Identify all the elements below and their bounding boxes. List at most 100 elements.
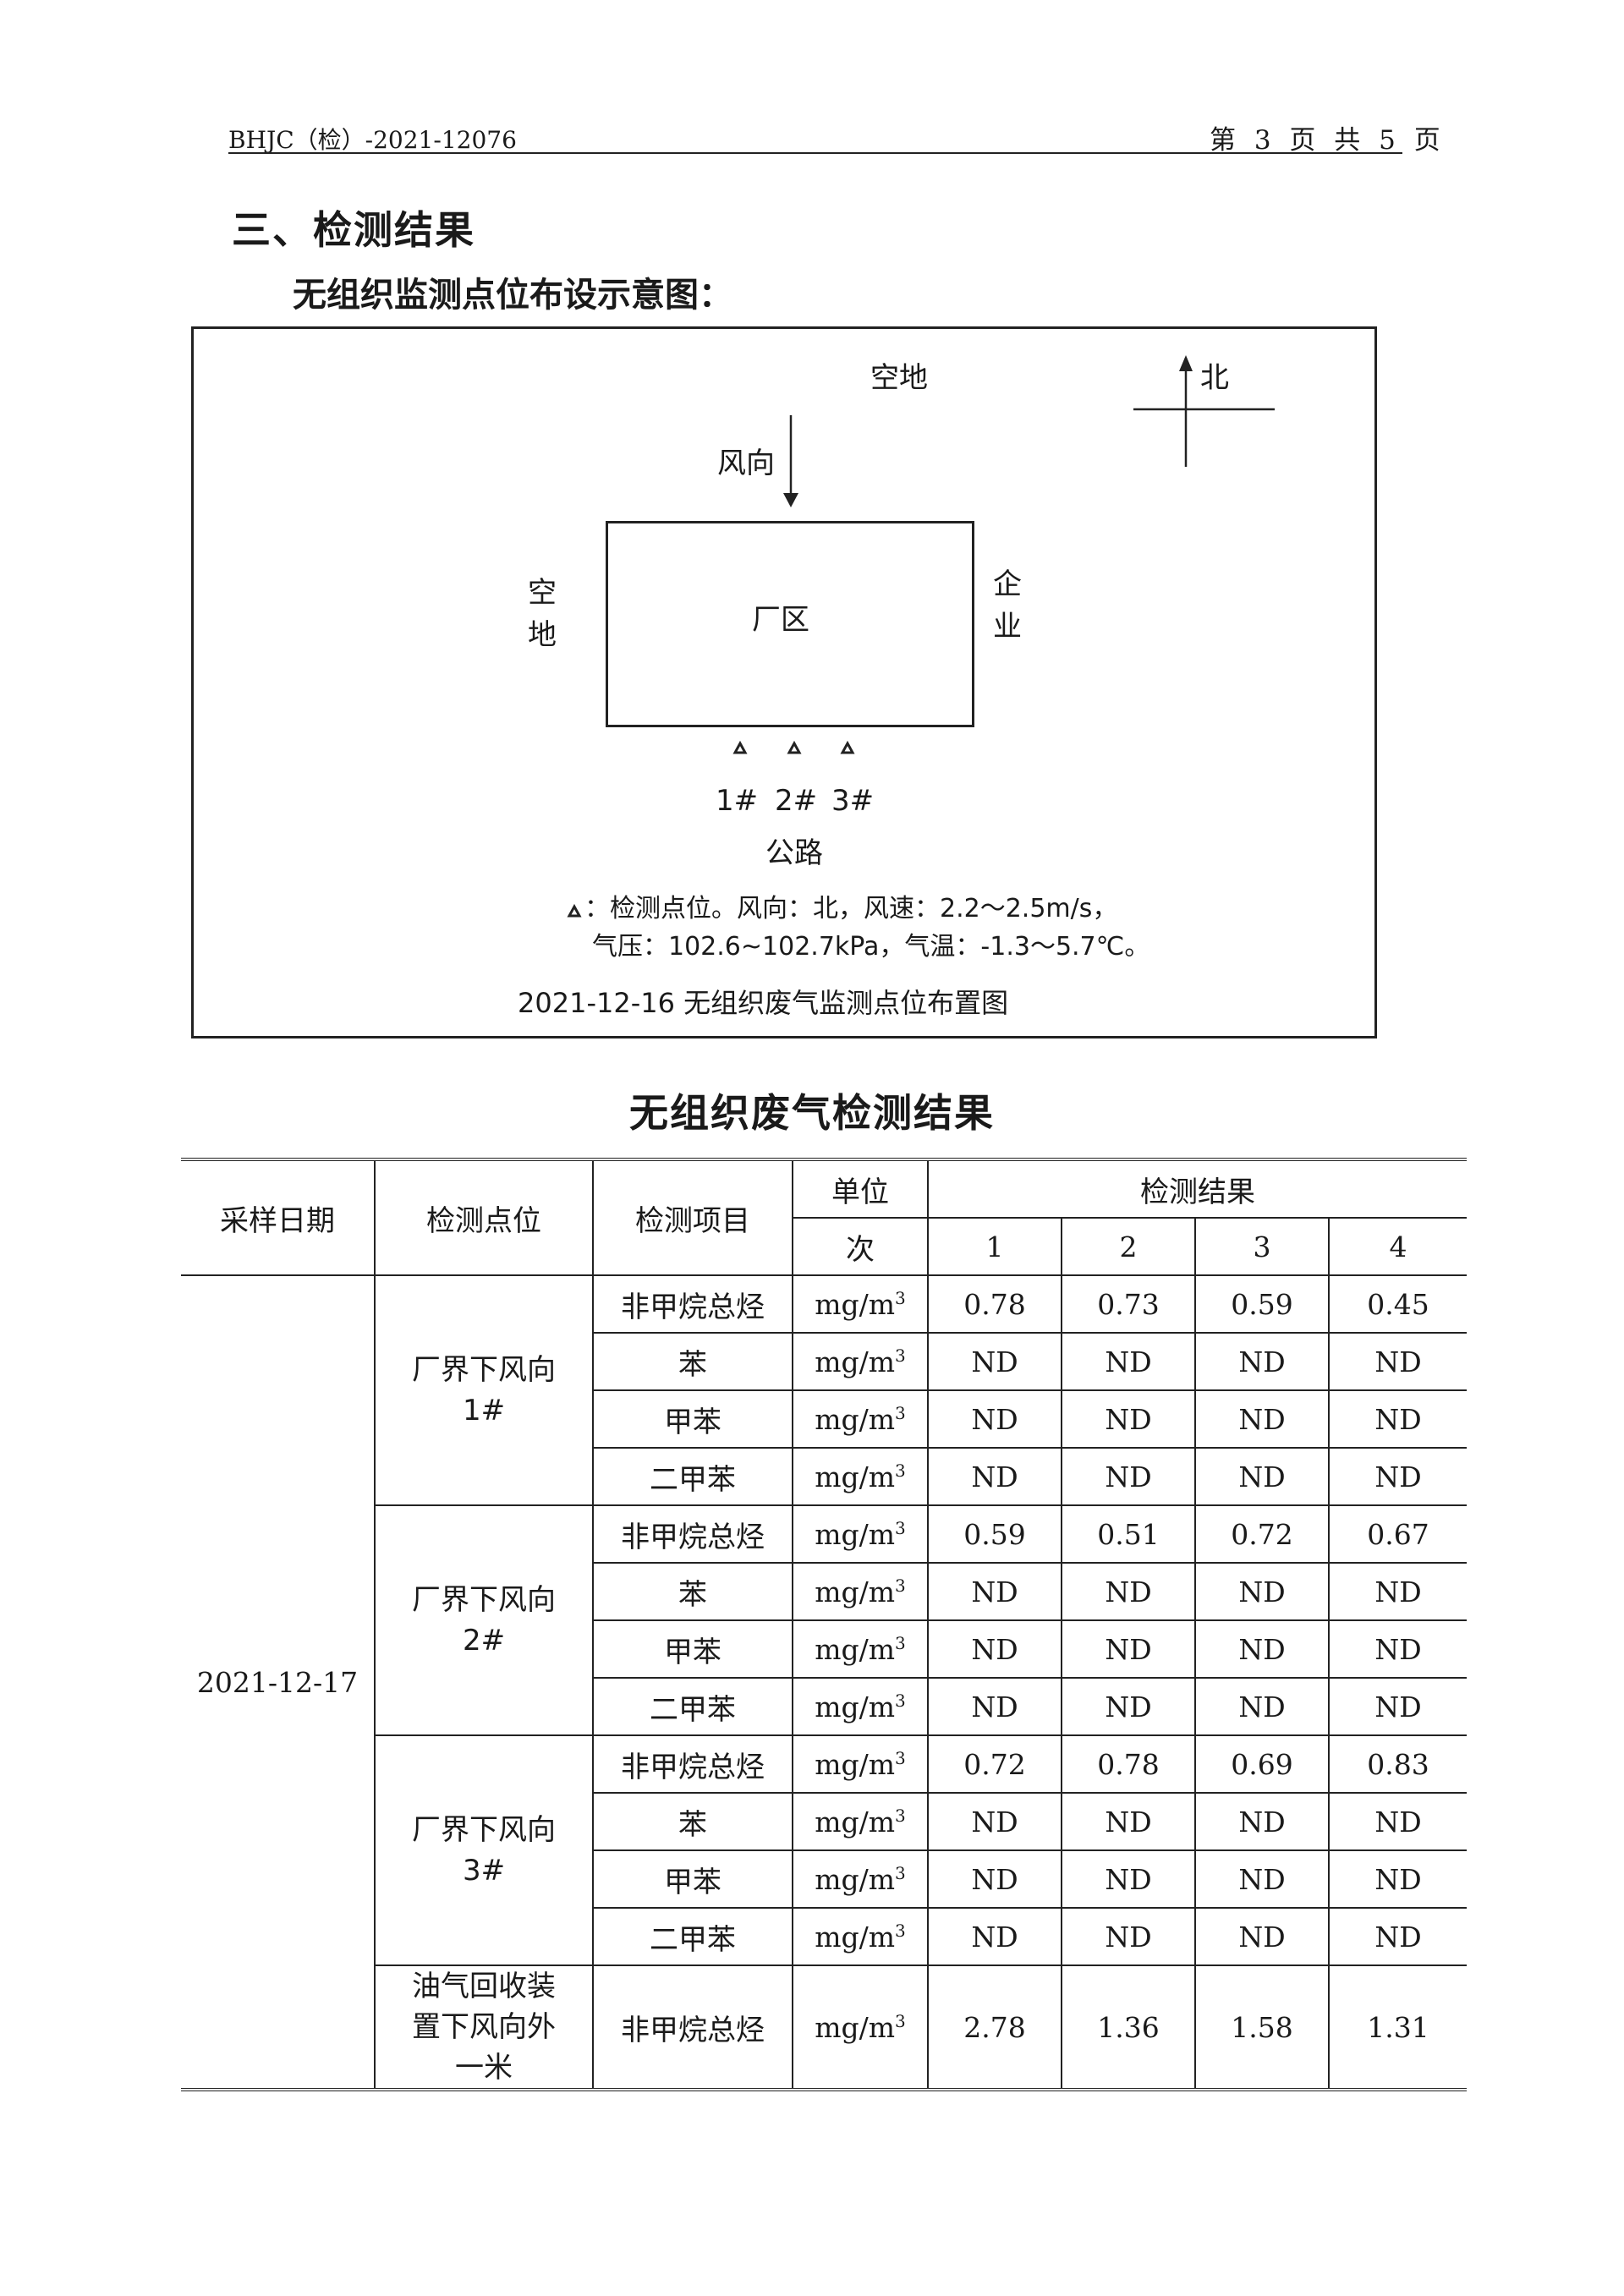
unit-exp: 3: [895, 1690, 906, 1711]
value-cell: 0.78: [1061, 1734, 1196, 1794]
unit-cell: mg/m3: [792, 1734, 929, 1794]
table-row: 苯 mg/m3 ND ND ND ND: [181, 1332, 1467, 1391]
item-cell: 二甲苯: [592, 1677, 793, 1736]
label-point-2: 2#: [775, 784, 818, 818]
site-1-number: 1#: [462, 1394, 506, 1427]
site-3: 厂界下风向 3#: [374, 1734, 594, 1966]
unit-cell: mg/m3: [792, 1907, 929, 1966]
value-cell: 0.72: [1194, 1504, 1330, 1564]
diagram-caption: 2021-12-16 无组织废气监测点位布置图: [518, 987, 1009, 1019]
legend-triangle-icon: [567, 903, 582, 918]
header-divider: [228, 152, 1402, 154]
value-cell: ND: [1328, 1907, 1467, 1966]
wind-arrowhead-icon: [783, 493, 798, 507]
unit-cell: mg/m3: [792, 1619, 929, 1679]
label-right-1: 企: [993, 567, 1022, 601]
unit-exp: 3: [895, 1402, 906, 1423]
value-cell: 0.83: [1328, 1734, 1467, 1794]
table-row: 二甲苯 mg/m3 ND ND ND ND: [181, 1907, 1467, 1966]
value-cell: ND: [1194, 1677, 1330, 1736]
value-cell: ND: [1328, 1447, 1467, 1506]
value-cell: ND: [1061, 1792, 1196, 1851]
site-3-number: 3#: [462, 1854, 506, 1888]
unit-exp: 3: [895, 2010, 906, 2031]
unit-base: mg/m: [815, 1460, 896, 1493]
unit-cell: mg/m3: [792, 1849, 929, 1909]
site-3-name: 厂界下风向: [412, 1813, 556, 1847]
value-cell: 1.58: [1194, 1964, 1330, 2088]
unit-exp: 3: [895, 1575, 906, 1596]
table-row: 二甲苯 mg/m3 ND ND ND ND: [181, 1677, 1467, 1736]
label-point-1: 1#: [716, 784, 759, 818]
value-cell: ND: [1061, 1332, 1196, 1391]
unit-cell: mg/m3: [792, 1447, 929, 1506]
item-cell: 甲苯: [592, 1849, 793, 1909]
unit-cell: mg/m3: [792, 1677, 929, 1736]
monitoring-layout-diagram: 空地 风向 北 空 地 企 业 厂区 1# 2# 3# 公路 ：检测点位。风向：…: [191, 326, 1377, 1038]
label-top-vacant-land: 空地: [870, 361, 928, 395]
header-row-1: 采样日期 检测点位 检测项目 单位 检测结果: [181, 1161, 1467, 1276]
header-run-1: 1: [927, 1217, 1062, 1276]
item-cell: 非甲烷总烃: [592, 1734, 793, 1794]
value-cell: ND: [927, 1562, 1062, 1621]
value-cell: ND: [1061, 1907, 1196, 1966]
document-number: BHJC（检）-2021-12076: [228, 126, 517, 154]
header-results: 检测结果: [927, 1161, 1467, 1219]
header-times: 次: [792, 1217, 929, 1276]
plant-area-box: 厂区: [606, 521, 974, 727]
table-row: 甲苯 mg/m3 ND ND ND ND: [181, 1849, 1467, 1909]
item-cell: 苯: [592, 1332, 793, 1391]
site-2-number: 2#: [462, 1624, 506, 1658]
value-cell: 0.69: [1194, 1734, 1330, 1794]
unit-cell: mg/m3: [792, 1562, 929, 1621]
header-row-2: 次 1 2 3 4: [181, 1217, 1467, 1276]
value-cell: ND: [1061, 1619, 1196, 1679]
value-cell: ND: [1328, 1792, 1467, 1851]
unit-base: mg/m: [815, 1517, 896, 1551]
value-cell: 1.36: [1061, 1964, 1196, 2088]
north-arrowhead-icon: [1179, 355, 1193, 371]
label-left-1: 空: [528, 576, 557, 610]
point-2-triangle-icon: [787, 740, 802, 754]
value-cell: ND: [1328, 1619, 1467, 1679]
unit-exp: 3: [895, 1920, 906, 1941]
header-date: 采样日期: [181, 1161, 376, 1276]
value-cell: ND: [927, 1677, 1062, 1736]
value-cell: ND: [927, 1849, 1062, 1909]
item-cell: 二甲苯: [592, 1447, 793, 1506]
value-cell: ND: [1194, 1619, 1330, 1679]
value-cell: 0.59: [1194, 1274, 1330, 1334]
unit-exp: 3: [895, 1287, 906, 1308]
item-cell: 甲苯: [592, 1389, 793, 1449]
value-cell: 0.72: [927, 1734, 1062, 1794]
site-4-line-3: 一米: [455, 2051, 513, 2085]
legend-line-2: 气压：102.6~102.7kPa，气温：-1.3～5.7℃。: [592, 932, 1150, 962]
value-cell: ND: [927, 1332, 1062, 1391]
value-cell: 0.51: [1061, 1504, 1196, 1564]
value-cell: ND: [1194, 1562, 1330, 1621]
value-cell: ND: [1194, 1389, 1330, 1449]
value-cell: ND: [1328, 1849, 1467, 1909]
item-cell: 非甲烷总烃: [592, 1274, 793, 1334]
diagram-heading: 无组织监测点位布设示意图：: [293, 276, 732, 315]
unit-exp: 3: [895, 1805, 906, 1826]
label-road: 公路: [765, 836, 823, 870]
value-cell: 0.45: [1328, 1274, 1467, 1334]
unit-cell: mg/m3: [792, 1274, 929, 1334]
results-table: 采样日期 检测点位 检测项目 单位 检测结果 次 1 2 3 4 2021-12…: [181, 1161, 1467, 2088]
item-cell: 甲苯: [592, 1619, 793, 1679]
site-4-line-1: 油气回收装: [412, 1970, 556, 2003]
unit-base: mg/m: [815, 2010, 896, 2044]
header-run-3: 3: [1194, 1217, 1330, 1276]
unit-exp: 3: [895, 1460, 906, 1481]
value-cell: ND: [927, 1792, 1062, 1851]
value-cell: ND: [1061, 1389, 1196, 1449]
unit-base: mg/m: [815, 1862, 896, 1896]
value-cell: 0.78: [927, 1274, 1062, 1334]
table-title: 无组织废气检测结果: [629, 1090, 995, 1136]
value-cell: ND: [1061, 1677, 1196, 1736]
value-cell: 0.67: [1328, 1504, 1467, 1564]
